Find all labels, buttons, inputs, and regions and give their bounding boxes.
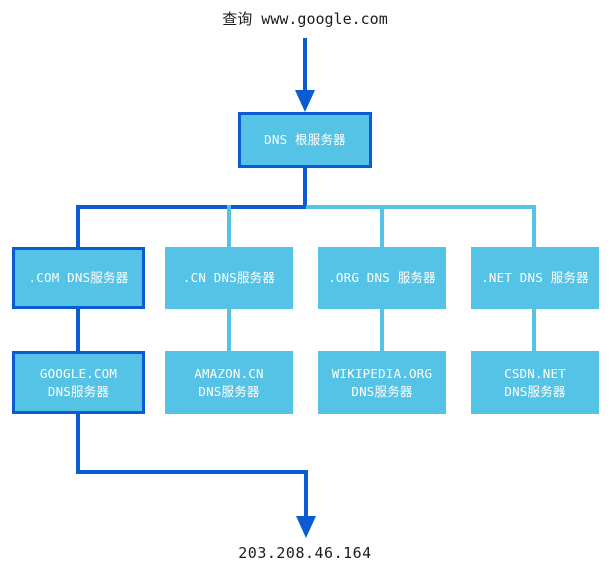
node-label: DNS 根服务器 <box>264 132 346 147</box>
node-tld-cn[interactable]: .CN DNS服务器 <box>165 247 293 309</box>
node-label-line2: DNS服务器 <box>351 383 413 399</box>
answer-return-path <box>76 412 316 538</box>
node-authoritative-amazon-cn[interactable]: AMAZON.CN DNS服务器 <box>165 351 293 414</box>
node-authoritative-google-com[interactable]: GOOGLE.COM DNS服务器 <box>12 351 145 414</box>
resolved-ip-label: 203.208.46.164 <box>238 544 372 562</box>
node-label-line1: CSDN.NET <box>504 365 566 381</box>
node-label-line2: DNS服务器 <box>47 383 110 399</box>
node-label: .COM DNS服务器 <box>28 270 129 285</box>
node-label-line2: DNS服务器 <box>504 383 566 399</box>
query-arrow <box>295 38 315 112</box>
node-tld-com[interactable]: .COM DNS服务器 <box>12 247 145 309</box>
node-label-line1: GOOGLE.COM <box>39 365 118 381</box>
node-label-line2: DNS服务器 <box>198 383 260 399</box>
node-tld-net[interactable]: .NET DNS 服务器 <box>471 247 599 309</box>
node-dns-root-server[interactable]: DNS 根服务器 <box>238 112 372 168</box>
node-label: .NET DNS 服务器 <box>481 270 589 285</box>
node-label-line1: WIKIPEDIA.ORG <box>331 365 433 381</box>
node-label-line1: AMAZON.CN <box>194 365 264 381</box>
query-label: 查询 www.google.com <box>222 10 388 28</box>
node-authoritative-csdn-net[interactable]: CSDN.NET DNS服务器 <box>471 351 599 414</box>
node-label: .ORG DNS 服务器 <box>328 270 436 285</box>
node-authoritative-wikipedia-org[interactable]: WIKIPEDIA.ORG DNS服务器 <box>318 351 446 414</box>
node-tld-org[interactable]: .ORG DNS 服务器 <box>318 247 446 309</box>
node-label: .CN DNS服务器 <box>182 270 276 285</box>
